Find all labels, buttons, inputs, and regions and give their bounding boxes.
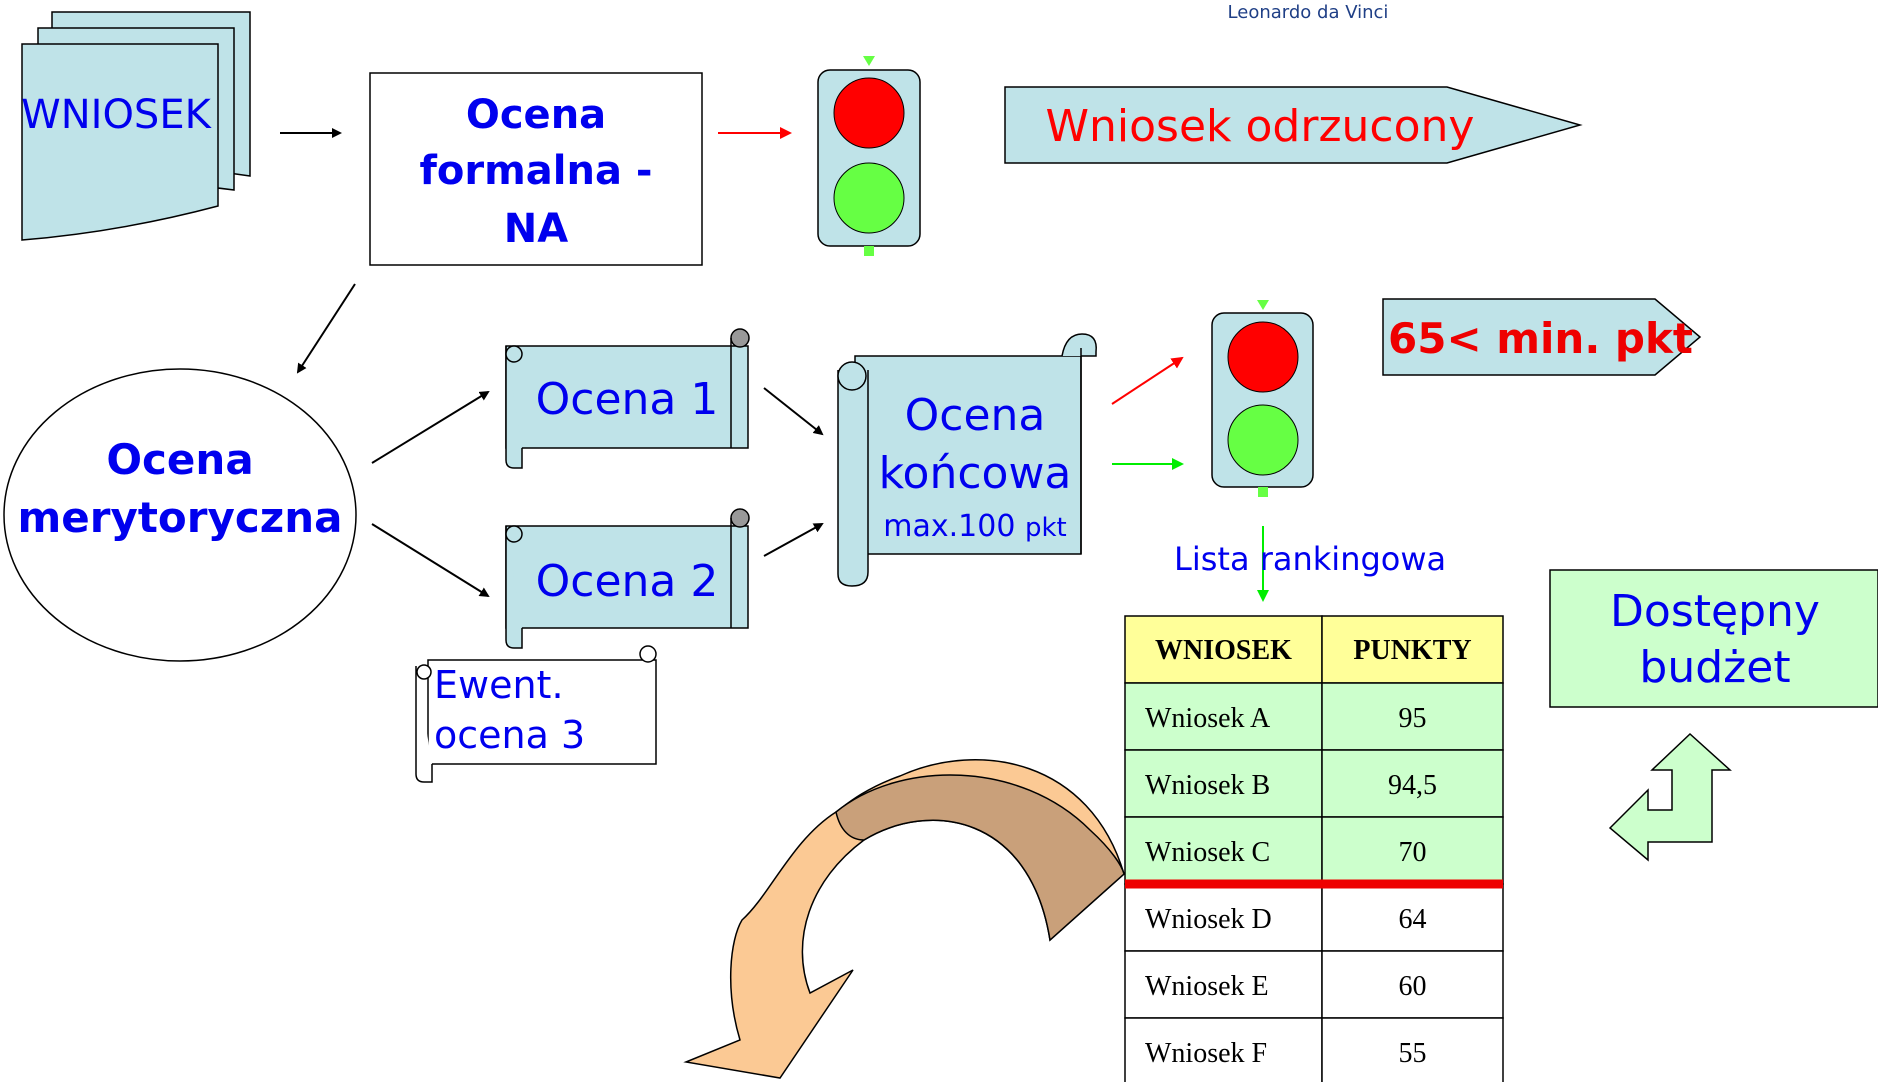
rejected-banner: Wniosek odrzucony xyxy=(1004,86,1583,164)
table-header-cell xyxy=(1124,615,1323,684)
final-review-line-2: końcowa xyxy=(879,448,1072,499)
final-review-max: max.100 pkt xyxy=(883,509,1066,544)
table-row-name: Wniosek A xyxy=(1145,703,1271,734)
formal-review-box: Ocena formalna - NA xyxy=(369,72,703,266)
table-row-points: 94,5 xyxy=(1388,770,1437,801)
table-row-points-cell xyxy=(1321,1017,1504,1082)
program-name: Leonardo da Vinci xyxy=(1228,2,1389,23)
final-review-max-prefix: max.100 xyxy=(883,509,1025,544)
table-row-name: Wniosek C xyxy=(1145,837,1270,868)
substantive-review-line-1: Ocena xyxy=(106,435,253,484)
review-3-line-1: Ewent. xyxy=(434,663,564,707)
table-row-points-cell xyxy=(1321,682,1504,751)
table-row-points: 70 xyxy=(1399,837,1427,868)
red-light xyxy=(1227,321,1299,393)
curved-return-arrow-icon xyxy=(683,759,1125,1079)
table-header-label: WNIOSEK xyxy=(1155,635,1292,666)
threshold-banner: 65< min. pkt xyxy=(1382,298,1702,376)
formal-review-line-1: Ocena xyxy=(466,92,606,138)
table-row-points: 64 xyxy=(1399,904,1427,935)
formal-review-line-2: formalna - xyxy=(420,148,653,194)
table-row-points-cell xyxy=(1321,883,1504,952)
budget-line-2: budżet xyxy=(1639,642,1790,693)
arrow-review-1-to-final xyxy=(763,387,824,436)
table-row-name-cell xyxy=(1124,1017,1323,1082)
threshold-banner-label: 65< min. pkt xyxy=(1388,314,1693,363)
table-row-name-cell xyxy=(1124,950,1323,1019)
substantive-review-line-2: merytoryczna xyxy=(18,493,343,542)
table-row-points: 95 xyxy=(1399,703,1427,734)
table-row-points-cell xyxy=(1321,749,1504,818)
final-review-max-unit: pkt xyxy=(1025,513,1067,543)
table-row-points: 60 xyxy=(1399,971,1427,1002)
application-stack-label: WNIOSEK xyxy=(21,92,212,138)
formal-review-line-3: NA xyxy=(504,206,568,252)
arrow-review-2-to-final xyxy=(763,523,824,557)
rejected-banner-label: Wniosek odrzucony xyxy=(1046,101,1475,152)
table-row-name-cell xyxy=(1124,816,1323,885)
final-review-line-1: Ocena xyxy=(905,390,1046,441)
arrow-formal-to-substantive xyxy=(296,283,356,374)
table-row-name: Wniosek D xyxy=(1145,904,1272,935)
red-light xyxy=(833,77,905,149)
arrow-substantive-to-review-1 xyxy=(371,390,490,464)
review-3-line-2: ocena 3 xyxy=(434,713,585,757)
budget-line-1: Dostępny xyxy=(1610,586,1820,637)
budget-bent-arrow-icon xyxy=(1608,732,1732,862)
review-3-scroll: Ewent. ocena 3 xyxy=(415,645,657,783)
table-row-name: Wniosek E xyxy=(1145,971,1269,1002)
table-header-label: PUNKTY xyxy=(1353,635,1471,666)
table-row-name-cell xyxy=(1124,749,1323,818)
application-document-stack: WNIOSEK xyxy=(21,11,251,241)
review-2-scroll: Ocena 2 xyxy=(505,508,750,649)
review-1-scroll: Ocena 1 xyxy=(505,328,750,469)
arrow-substantive-to-review-2 xyxy=(371,523,490,598)
review-2-label: Ocena 2 xyxy=(536,556,719,607)
budget-box: Dostępny budżet xyxy=(1549,569,1878,708)
review-1-label: Ocena 1 xyxy=(536,374,719,425)
arrow-final-to-light-red xyxy=(1111,356,1184,405)
table-row-points-cell xyxy=(1321,816,1504,885)
table-row-name-cell xyxy=(1124,883,1323,952)
table-row-points-cell xyxy=(1321,950,1504,1019)
traffic-light-final xyxy=(1211,300,1314,497)
final-review-scroll: Ocena końcowa max.100 pkt xyxy=(837,333,1097,587)
ranking-list-label: Lista rankingowa xyxy=(1174,540,1446,578)
traffic-light-formal xyxy=(817,56,921,256)
table-row-points: 55 xyxy=(1399,1038,1427,1069)
green-light xyxy=(1227,404,1299,476)
table-row-name: Wniosek F xyxy=(1145,1038,1267,1069)
table-header-cell xyxy=(1321,615,1504,684)
green-light xyxy=(833,162,905,234)
table-row-name: Wniosek B xyxy=(1145,770,1270,801)
substantive-review-ellipse: Ocena merytoryczna xyxy=(3,368,357,662)
